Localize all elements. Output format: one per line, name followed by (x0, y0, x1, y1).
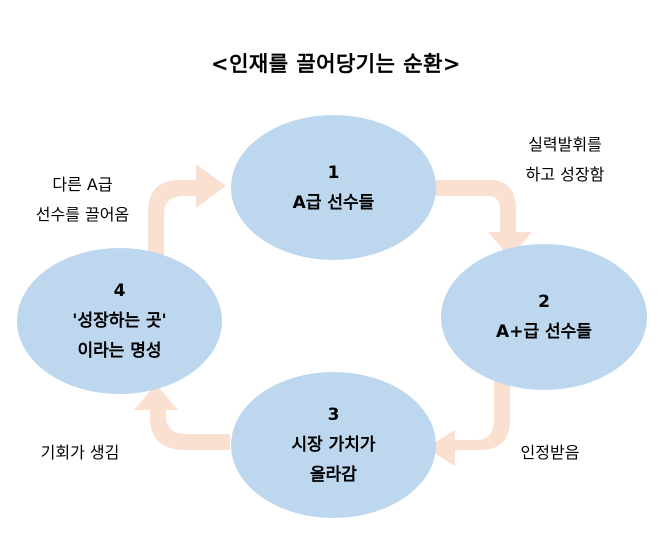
cycle-node-3: 3 시장 가치가 올라감 (231, 372, 436, 518)
node-label: '성장하는 곳' (72, 311, 167, 331)
node-label: A급 선수들 (292, 192, 375, 213)
arrow-4-to-1 (148, 164, 226, 258)
node-label: 시장 가치가 (291, 435, 376, 455)
arrow-1-to-2 (432, 180, 532, 258)
node-number: 2 (538, 292, 550, 312)
edge-label-line: 선수를 끌어옴 (35, 205, 130, 224)
edge-label-line: 인정받음 (520, 443, 580, 462)
arrow-2-to-3 (426, 376, 510, 466)
edge-label-line: 실력발휘를 (528, 135, 602, 154)
cycle-node-4: 4 '성장하는 곳' 이라는 명성 (17, 248, 222, 394)
node-label: A+급 선수들 (496, 322, 592, 342)
node-label: 이라는 명성 (77, 341, 162, 361)
edge-label-3-to-4: 기회가 생김 (20, 438, 140, 468)
node-label: 올라감 (310, 465, 357, 485)
arrow-3-to-4 (134, 384, 230, 450)
edge-label-4-to-1: 다른 A급 선수를 끌어옴 (15, 170, 150, 230)
edge-label-1-to-2: 실력발휘를 하고 성장함 (500, 130, 630, 190)
edge-label-2-to-3: 인정받음 (500, 438, 600, 468)
edge-label-line: 하고 성장함 (525, 165, 605, 184)
node-number: 1 (327, 162, 340, 183)
edge-label-line: 기회가 생김 (40, 443, 120, 462)
diagram-title: <인재를 끌어당기는 순환> (210, 52, 461, 76)
edge-label-line: 다른 A급 (52, 175, 113, 194)
cycle-node-2: 2 A+급 선수들 (441, 244, 647, 390)
node-number: 3 (327, 405, 340, 425)
node-number: 4 (113, 281, 126, 301)
cycle-node-1: 1 A급 선수들 (231, 115, 436, 260)
